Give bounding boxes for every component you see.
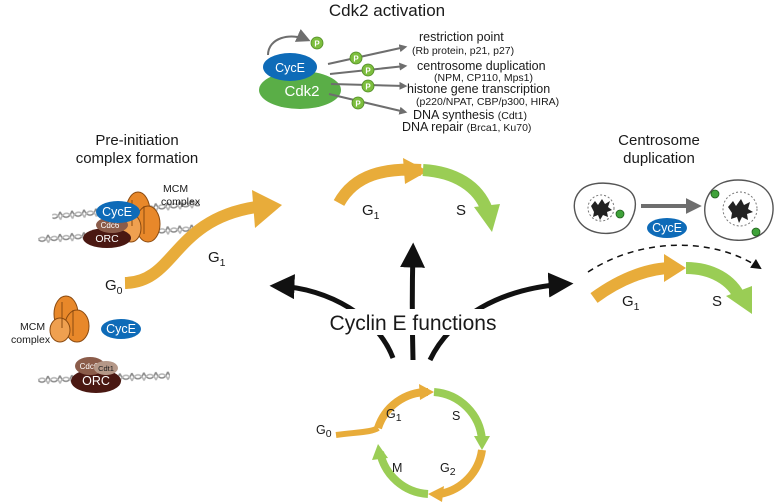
mcm-complex-loaded (120, 191, 161, 243)
g0-label-left: G0 (105, 277, 123, 297)
top-arc-g1-label: G1 (362, 202, 380, 222)
centrosome-g1-label: G1 (622, 293, 640, 313)
phospho-badge (310, 36, 324, 50)
preinitiation-panel: Pre-initiation complex formation ORC Cdc… (11, 132, 282, 393)
center-arrows: Cyclin E functions (269, 242, 574, 362)
cycle-m-arc (376, 451, 429, 498)
cycle-g0-label: G0 (316, 423, 332, 440)
cdt1-lower (94, 361, 118, 375)
mcm-complex-free (49, 295, 90, 343)
cycle-g1-label: G1 (386, 407, 402, 424)
cyce-centrosome-label: CycE (652, 221, 682, 235)
cyce-centrosome (647, 218, 687, 238)
arrow-to-centrosome (427, 272, 574, 362)
phospho-badge: P (351, 96, 365, 110)
centrosome-dashed-arrow (587, 244, 762, 273)
top-arc-g1-head (403, 158, 428, 184)
target-dna-synthesis: DNA synthesis (Cdt1) (413, 108, 527, 122)
cyce-free (101, 319, 141, 339)
cyce-ellipse-top (263, 53, 317, 81)
chromatin-before (591, 199, 612, 220)
arrow-restriction-point (327, 44, 408, 65)
cycle-g2-label: G2 (440, 461, 456, 478)
centrosome-s-head (726, 286, 752, 314)
orc-lower (71, 369, 121, 393)
svg-text:P: P (365, 67, 371, 76)
svg-text:P: P (353, 55, 359, 64)
g0-to-g1-arrowhead (252, 190, 282, 228)
target-arrows: P P P P (327, 44, 408, 115)
preinitiation-title-line1: Pre-initiation (95, 132, 178, 149)
cdc6-lower-label: Cdc6 (80, 362, 99, 371)
cdk2-activation-panel: Cdk2 activation P CycE Cdk2 P P P (259, 1, 559, 134)
cyce-label-top: CycE (275, 61, 305, 75)
target-centrosome: centrosome duplication (417, 59, 546, 73)
cycle-s-head (474, 436, 490, 450)
cycle-s-label: S (452, 409, 460, 423)
cdt1-lower-label: Cdt1 (98, 364, 114, 373)
cycle-m-head (372, 444, 388, 460)
chromatin-after (728, 199, 753, 223)
centrosome-title-line1: Centrosome (618, 132, 700, 149)
target-centrosome-detail: (NPM, CP110, Mps1) (434, 72, 533, 84)
cyclin-e-functions-label: Cyclin E functions (330, 312, 497, 335)
centrosome-s-label: S (712, 293, 722, 310)
top-arc-s-head (474, 204, 500, 232)
target-restriction-point-detail: (Rb protein, p21, p27) (412, 45, 514, 57)
phospho-badge: P (349, 51, 363, 65)
nucleus-before (587, 194, 615, 222)
target-list: restriction point (Rb protein, p21, p27)… (402, 30, 559, 134)
phospho-badge: P (361, 79, 375, 93)
centrosome-panel: Centrosome duplication CycE G1 S (573, 132, 774, 314)
cell-cycle-wheel: G0 G1 S G2 M (316, 384, 490, 502)
cdc6-loaded-label: Cdc6 (101, 221, 120, 230)
arrow-dna (328, 93, 408, 115)
orc-loaded-label: ORC (95, 233, 119, 245)
g0-entry (335, 425, 380, 438)
orc-lower-label: ORC (82, 374, 110, 388)
top-arc-s (422, 164, 493, 213)
g1-s-arc-top: G1 S (333, 158, 500, 232)
top-arc-s-label: S (456, 202, 466, 219)
cycle-g2-head (428, 486, 444, 502)
mcm-label-top-line1: MCM (163, 183, 188, 195)
g1-label-left: G1 (208, 249, 226, 269)
target-histone: histone gene transcription (407, 82, 550, 96)
centrosome-g1-head (664, 254, 686, 282)
cyce-free-label: CycE (106, 322, 136, 336)
autophospho-arrow (267, 29, 311, 56)
cycle-s-arc (433, 388, 486, 441)
phospho-badge: P (361, 63, 375, 77)
cyce-loaded (96, 201, 140, 223)
arrow-to-top (400, 242, 426, 361)
center-label-bg (326, 309, 500, 335)
svg-text:P: P (355, 100, 361, 109)
svg-text:P: P (365, 83, 371, 92)
cdk2-ellipse (259, 71, 341, 109)
centrosome-duplicated-1 (710, 189, 720, 199)
phospho-badge-label: P (314, 40, 320, 49)
centrosome-single (615, 209, 625, 219)
cdk2-label: Cdk2 (284, 83, 319, 100)
cdk2-activation-title: Cdk2 activation (329, 1, 445, 20)
cycle-g1-head (419, 384, 434, 400)
cycle-m-label: M (392, 461, 402, 475)
target-restriction-point: restriction point (419, 30, 504, 44)
orc-loaded (83, 228, 131, 248)
mcm-label-lower-line1: MCM (20, 321, 45, 333)
preinitiation-title-line2: complex formation (76, 150, 199, 167)
arrow-to-preinitiation (269, 274, 396, 359)
nucleus-after (722, 191, 758, 227)
cyce-loaded-label: CycE (102, 205, 132, 219)
target-dna-repair: DNA repair (Brca1, Ku70) (402, 120, 531, 134)
target-histone-detail: (p220/NPAT, CBP/p300, HIRA) (416, 96, 559, 108)
mcm-label-top-line2: complex (161, 196, 201, 208)
g0-to-g1-arrow-shaft (124, 201, 257, 289)
cycle-g2-arc (439, 449, 486, 498)
mcm-label-lower-line2: complex (11, 334, 51, 346)
centrosome-title-line2: duplication (623, 150, 695, 167)
centrosome-duplicated-2 (751, 227, 761, 237)
